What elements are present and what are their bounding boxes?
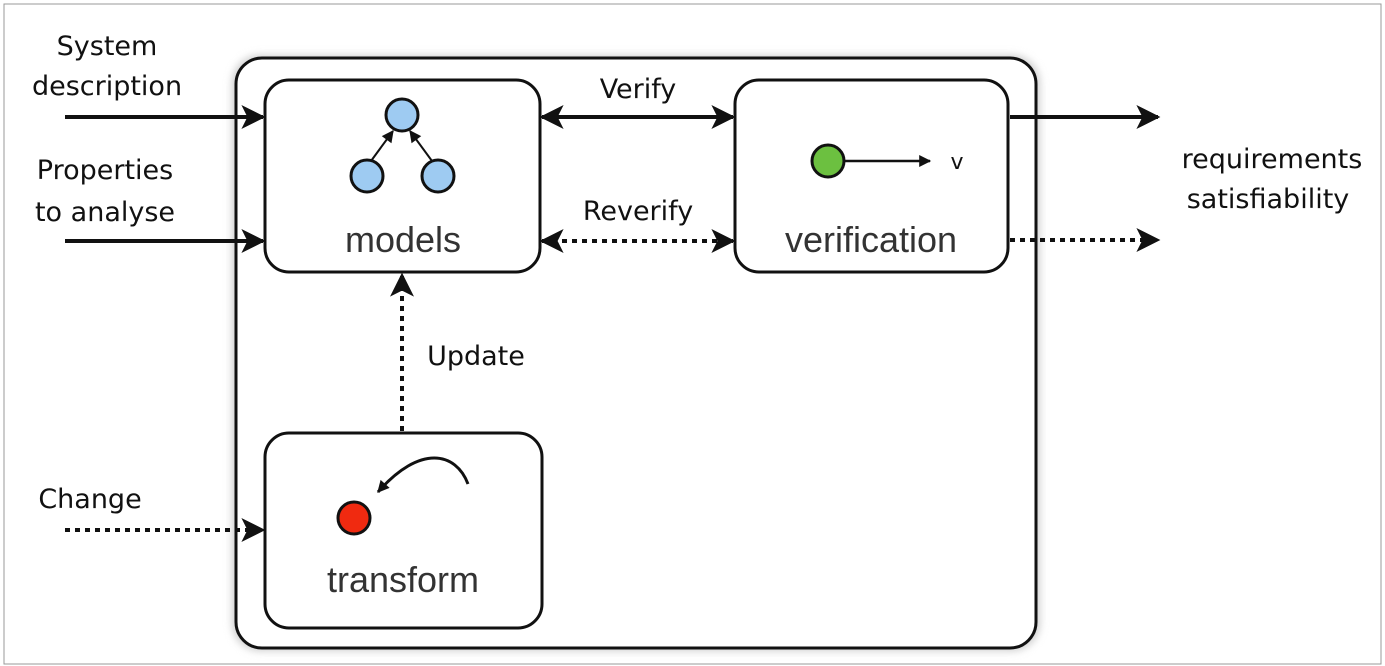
models-label: models xyxy=(345,219,461,260)
change-label: Change xyxy=(38,484,141,515)
transform-icon xyxy=(336,456,470,536)
system-description-label-1: System xyxy=(57,31,158,62)
model-graph-icon xyxy=(349,97,456,194)
system-description-label-2: description xyxy=(32,71,182,102)
reverify-connection: Reverify xyxy=(539,196,736,253)
requirements-label-2: satisfiability xyxy=(1187,184,1350,215)
update-connection: Update xyxy=(390,272,525,431)
properties-input: Properties to analyse xyxy=(35,155,266,253)
model-node-right xyxy=(420,158,456,194)
verification-node xyxy=(810,143,846,179)
system-description-input: System description xyxy=(32,31,266,129)
models-box: models xyxy=(263,78,542,274)
verification-label: verification xyxy=(785,219,957,260)
transform-label: transform xyxy=(327,559,479,600)
transform-box: transform xyxy=(263,431,544,630)
change-input: Change xyxy=(38,484,266,542)
verification-icon: v xyxy=(810,143,964,179)
properties-label-1: Properties xyxy=(37,155,173,186)
requirements-label-1: requirements xyxy=(1182,144,1363,175)
model-node-top xyxy=(384,97,420,133)
verify-connection: Verify xyxy=(539,74,736,129)
v-symbol: v xyxy=(950,150,963,175)
reverify-label: Reverify xyxy=(583,196,693,227)
model-node-left xyxy=(349,158,385,194)
outputs: requirements satisfiability xyxy=(1010,105,1363,252)
properties-label-2: to analyse xyxy=(35,197,175,228)
verify-label: Verify xyxy=(600,74,677,105)
update-label: Update xyxy=(427,341,525,372)
transform-node xyxy=(336,500,372,536)
verification-box: v verification xyxy=(733,78,1010,274)
